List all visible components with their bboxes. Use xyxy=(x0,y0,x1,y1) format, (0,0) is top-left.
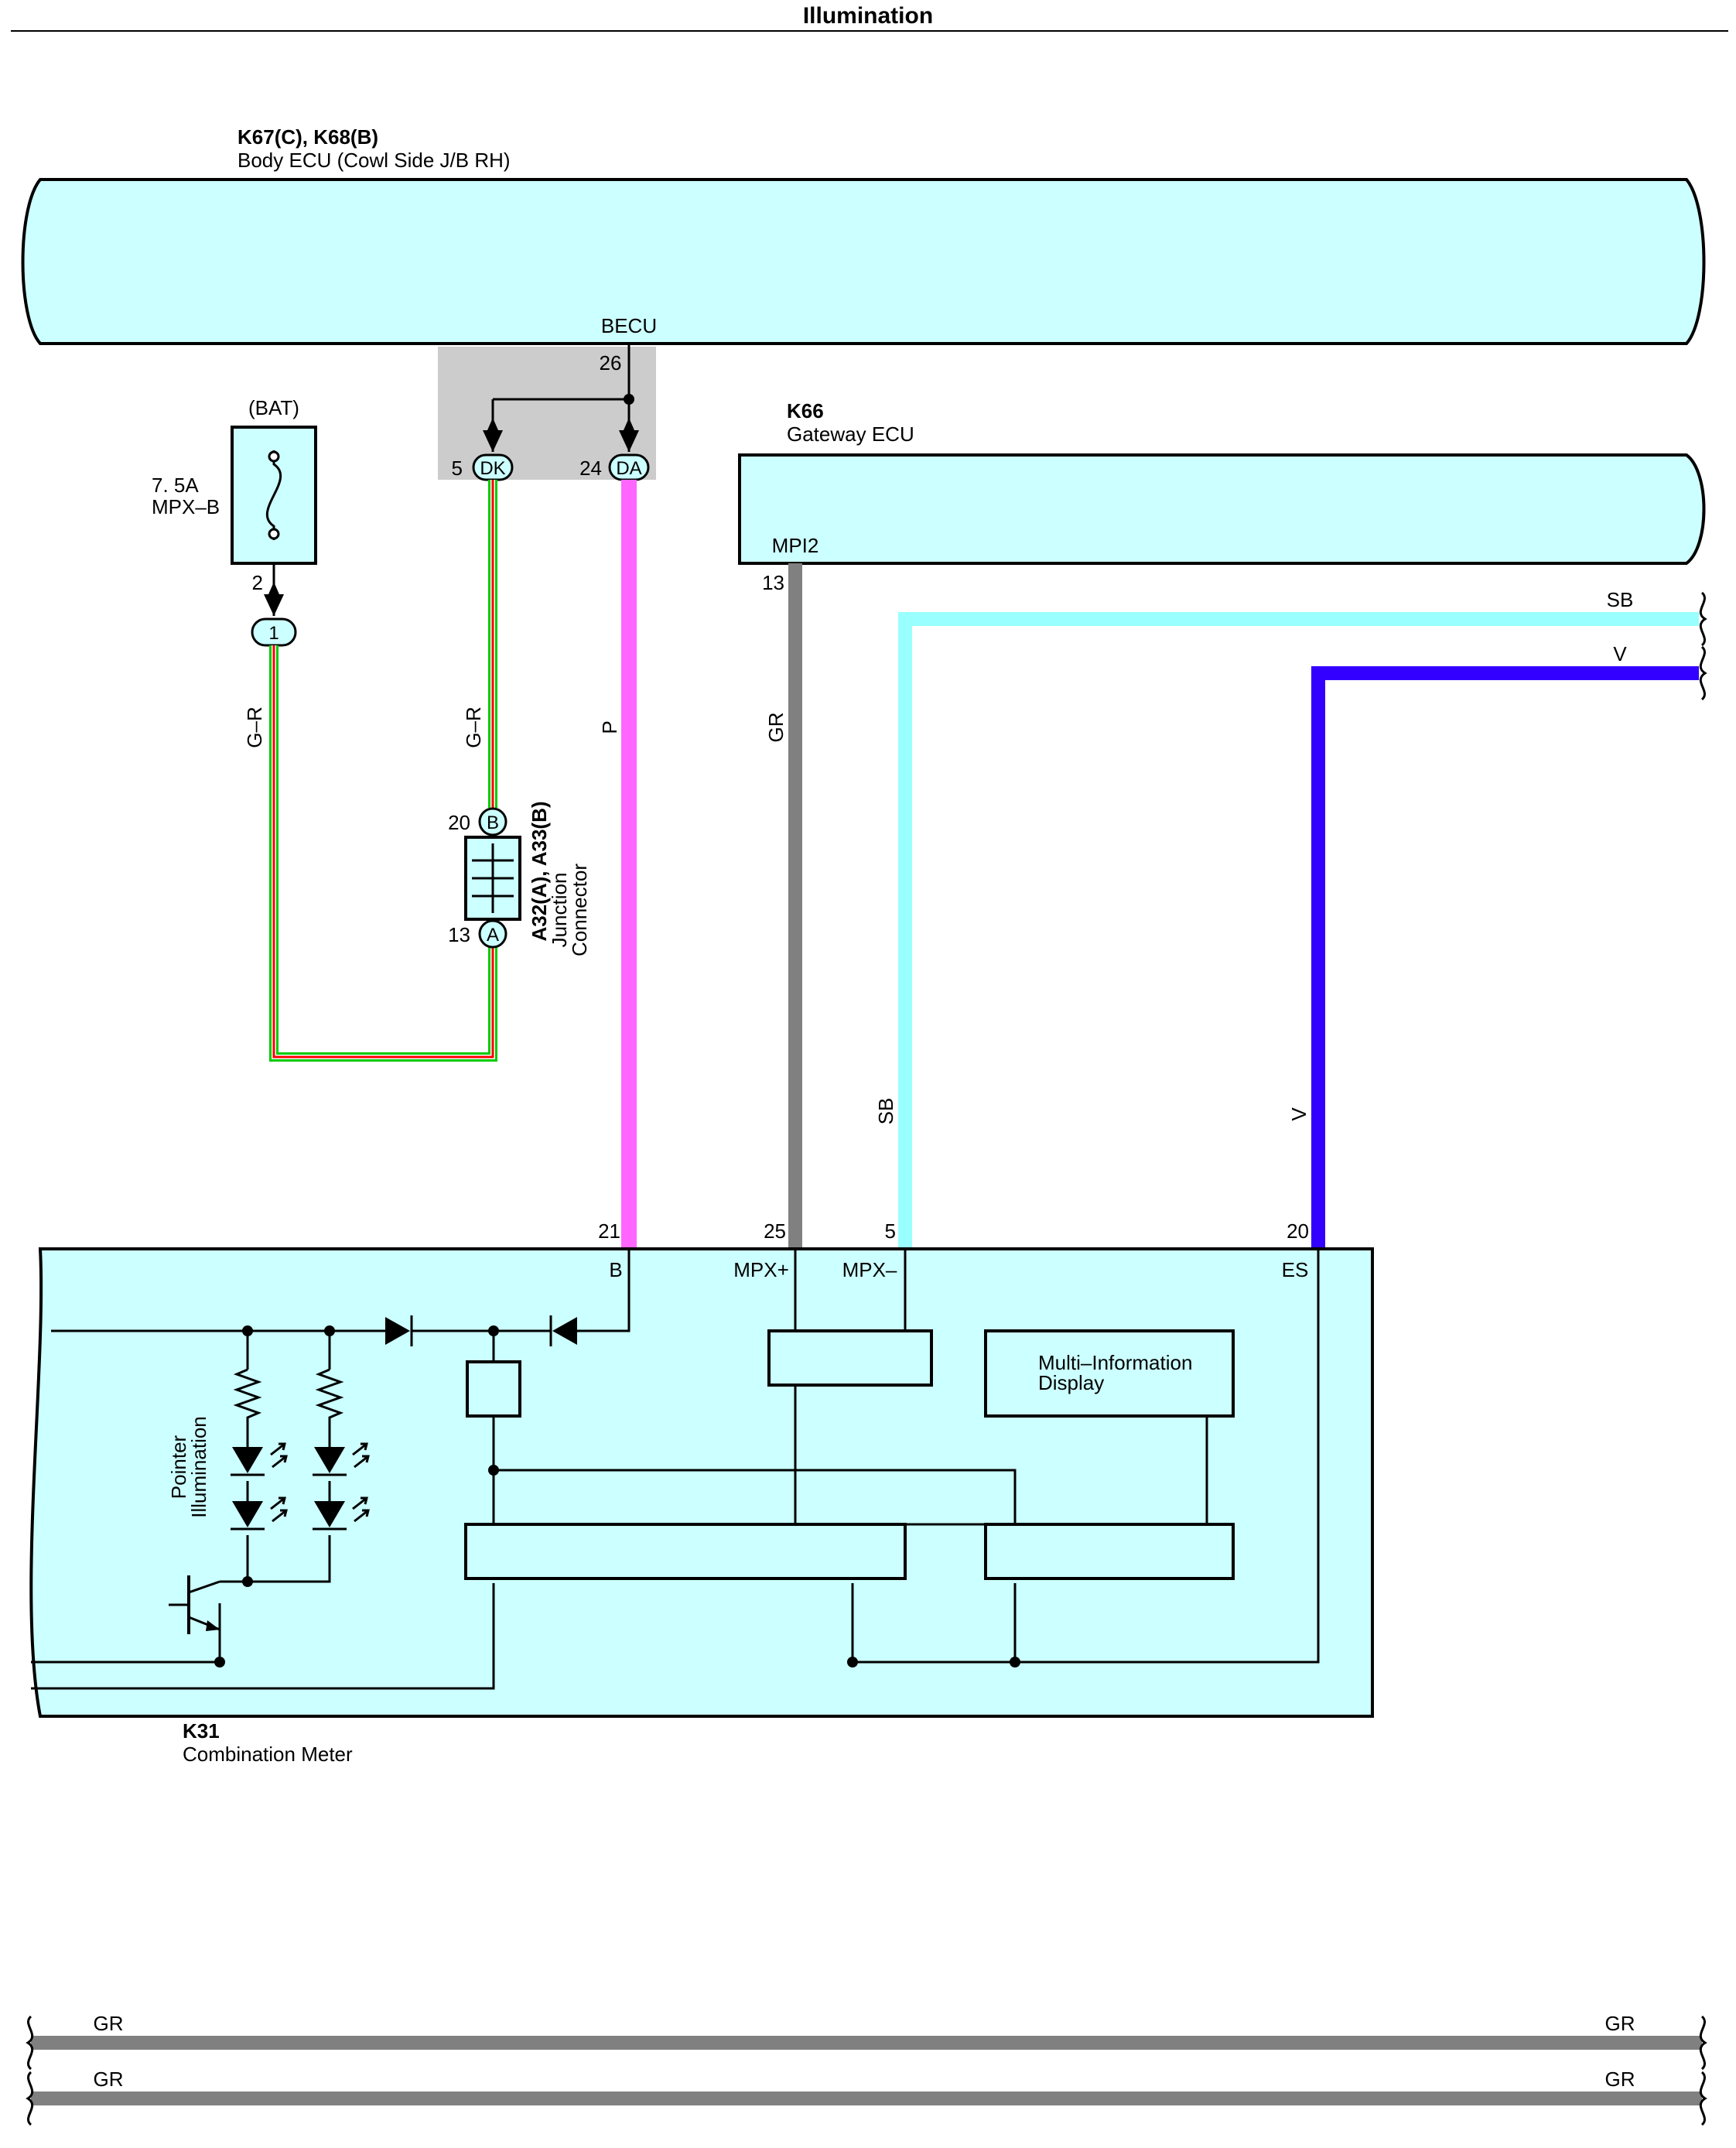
meter-pin-mpxp: MPX+ xyxy=(733,1258,789,1281)
page-title: Illumination xyxy=(803,3,933,29)
junction-pin-a xyxy=(478,919,507,949)
dk-label: DK xyxy=(480,458,505,479)
body-ecu-code: K67(C), K68(B) xyxy=(238,125,378,149)
sb-continuation-mark xyxy=(1699,591,1707,647)
meter-pin-es: ES xyxy=(1282,1258,1309,1281)
gateway-terminal-pin: 13 xyxy=(762,571,784,594)
meter-code: K31 xyxy=(183,1719,220,1743)
gr-wire-fuse-green xyxy=(269,645,497,1062)
bottom-bus-left-mark-2 xyxy=(26,2071,34,2126)
mid-label-line2: Display xyxy=(1038,1371,1104,1394)
dk-arrow xyxy=(483,418,503,452)
meter-driver-block xyxy=(984,1523,1235,1580)
led-2a xyxy=(313,1442,370,1476)
gr-label-dk: G–R xyxy=(462,706,485,747)
bottom-bus-1-left: GR xyxy=(94,2012,124,2035)
gateway-ecu-box xyxy=(738,453,1706,565)
sb-label: SB xyxy=(874,1098,897,1125)
node-dot-6 xyxy=(214,1657,225,1667)
gr-wire-fuse-white xyxy=(272,645,495,1059)
junction-code: A32(A), A33(B) xyxy=(528,801,551,941)
node-dot-4 xyxy=(488,1465,499,1476)
node-dot-1 xyxy=(242,1325,253,1336)
junction-pin-b-label: B xyxy=(487,812,499,833)
gateway-ecu-name: Gateway ECU xyxy=(787,422,914,446)
body-ecu-name: Body ECU (Cowl Side J/B RH) xyxy=(238,149,511,172)
junction-connector-grid xyxy=(472,843,514,913)
transistor xyxy=(169,1575,221,1662)
mid-label-line1: Multi–Information xyxy=(1038,1351,1192,1374)
junction-pin-b-num: 20 xyxy=(448,811,470,834)
gr-label: GR xyxy=(764,713,788,743)
junction-pin-a-label: A xyxy=(487,925,499,946)
gr-wire-fuse-red xyxy=(272,645,494,1059)
led-1b xyxy=(231,1496,288,1531)
node-dot-8 xyxy=(1010,1657,1020,1667)
node-dot-5 xyxy=(242,1576,253,1587)
meter-pin-mpxm-num: 5 xyxy=(885,1219,896,1243)
fuse-connector-pin: 1 xyxy=(268,623,279,644)
p-label: P xyxy=(598,720,621,734)
meter-small-block xyxy=(466,1360,521,1418)
junction-pin-a-num: 13 xyxy=(448,923,470,946)
da-label: DA xyxy=(616,458,641,479)
becu-junction-dot xyxy=(624,394,634,405)
bottom-bus-left-mark-1 xyxy=(26,2015,34,2071)
diode-2 xyxy=(538,1315,577,1346)
junction-pin-b xyxy=(478,807,507,836)
bottom-bus-2-right: GR xyxy=(1605,2068,1635,2091)
led-2b xyxy=(313,1496,370,1531)
junction-name-line1: Junction xyxy=(548,873,571,948)
v-continuation-mark xyxy=(1699,645,1707,701)
becu-pin: 26 xyxy=(600,351,622,375)
fuse-name: MPX–B xyxy=(152,495,220,518)
meter-pin-mpxm: MPX– xyxy=(842,1258,897,1281)
pointer-illumination-line2: Illumination xyxy=(187,1416,210,1518)
node-dot-3 xyxy=(488,1325,499,1336)
body-ecu-terminal-name: BECU xyxy=(601,314,657,337)
bottom-bus-1-right: GR xyxy=(1605,2012,1635,2035)
bottom-bus-2-left: GR xyxy=(94,2068,124,2091)
body-ecu-box xyxy=(21,178,1706,345)
meter-mpx-block xyxy=(767,1329,933,1387)
fuse-icon xyxy=(265,450,282,540)
gr-label-fuse: G–R xyxy=(243,706,266,747)
gateway-ecu-code: K66 xyxy=(787,399,824,422)
meter-pin-es-num: 20 xyxy=(1287,1219,1309,1243)
da-pin: 24 xyxy=(579,457,602,480)
sb-edge-label: SB xyxy=(1607,588,1634,611)
resistor-1 xyxy=(233,1368,262,1424)
fuse-terminal-top xyxy=(268,450,280,463)
v-wire xyxy=(1311,666,1699,1249)
dk-pin: 5 xyxy=(452,457,463,480)
node-dot-2 xyxy=(324,1325,335,1336)
diode-1 xyxy=(373,1315,413,1346)
meter-pin-mpxp-num: 25 xyxy=(764,1219,786,1243)
fuse-source: (BAT) xyxy=(248,396,299,419)
sb-wire xyxy=(898,612,1699,1249)
fuse-rating: 7. 5A xyxy=(152,474,199,497)
meter-pin-b-num: 21 xyxy=(598,1219,620,1243)
pointer-illumination-line1: Pointer xyxy=(167,1435,190,1499)
fuse-pin: 2 xyxy=(252,571,263,594)
gateway-terminal-name: MPI2 xyxy=(772,534,819,557)
bottom-bus-right-mark-1 xyxy=(1699,2015,1707,2071)
node-dot-7 xyxy=(847,1657,858,1667)
meter-name: Combination Meter xyxy=(183,1743,353,1766)
led-1a xyxy=(231,1442,288,1476)
resistor-2 xyxy=(315,1368,344,1424)
fuse-arrow xyxy=(264,582,284,616)
v-edge-label: V xyxy=(1613,642,1627,665)
meter-cpu-block xyxy=(464,1523,907,1580)
da-arrow xyxy=(619,418,639,452)
v-label: V xyxy=(1287,1107,1311,1121)
meter-pin-b: B xyxy=(609,1258,622,1281)
fuse-terminal-bottom xyxy=(268,528,280,540)
multi-information-display-block xyxy=(984,1329,1235,1418)
junction-name-line2: Connector xyxy=(568,864,591,956)
combination-meter-box xyxy=(29,1247,1374,1718)
bottom-bus-right-mark-2 xyxy=(1699,2071,1707,2126)
